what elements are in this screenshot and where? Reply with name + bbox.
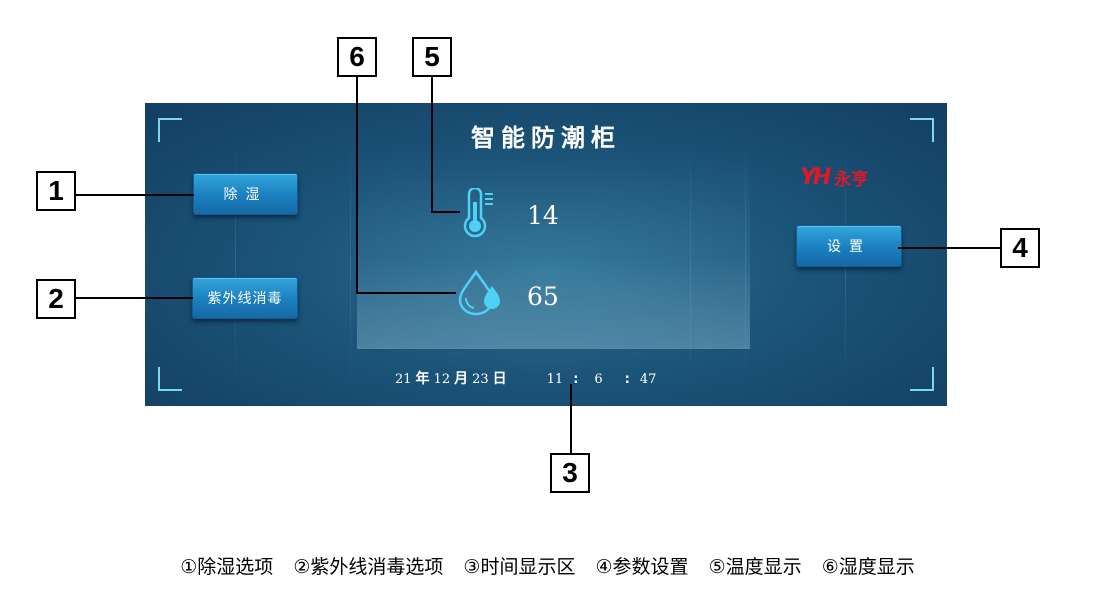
legend: ①除湿选项 ②紫外线消毒选项 ③时间显示区 ④参数设置 ⑤温度显示 ⑥湿度显示 bbox=[0, 552, 1095, 579]
brand-name: 永亨 bbox=[834, 170, 869, 190]
readings-area bbox=[357, 151, 750, 349]
leader-line-1 bbox=[76, 194, 194, 196]
day-unit: 日 bbox=[492, 371, 507, 387]
legend-item: ②紫外线消毒选项 bbox=[293, 556, 444, 578]
callout-6: 6 bbox=[337, 37, 377, 77]
callout-4: 4 bbox=[1000, 228, 1040, 268]
time-separator: : bbox=[573, 372, 579, 387]
year-value: 21 bbox=[395, 372, 412, 387]
humidity-value: 65 bbox=[527, 282, 559, 311]
year-unit: 年 bbox=[415, 371, 430, 387]
corner-bracket bbox=[158, 118, 182, 142]
corner-bracket bbox=[910, 118, 934, 142]
humidity-drop-icon bbox=[456, 268, 506, 320]
callout-3: 3 bbox=[550, 453, 590, 493]
minute-value: 6 bbox=[594, 372, 603, 387]
callout-2: 2 bbox=[36, 279, 76, 319]
brand-logo: YH 永亨 bbox=[800, 165, 868, 190]
leader-line-5 bbox=[431, 76, 433, 213]
callout-1: 1 bbox=[36, 171, 76, 211]
leader-line-4 bbox=[898, 247, 1001, 249]
legend-item: ③时间显示区 bbox=[463, 556, 576, 578]
brand-mark: YH bbox=[800, 165, 831, 190]
screen-title: 智能防潮柜 bbox=[471, 124, 621, 152]
leader-line-3 bbox=[570, 384, 572, 454]
leader-line-2 bbox=[76, 297, 193, 299]
callout-5: 5 bbox=[412, 37, 452, 77]
time-separator: : bbox=[624, 372, 630, 387]
background-line bbox=[745, 133, 746, 393]
background-line bbox=[350, 133, 351, 393]
legend-item: ⑥湿度显示 bbox=[821, 556, 915, 578]
control-panel-screen: 智能防潮柜 除湿 紫外线消毒 设置 YH 永亨 14 65 21 年 12 月 … bbox=[145, 103, 947, 406]
hour-value: 11 bbox=[546, 372, 564, 387]
datetime-display: 21 年 12 月 23 日 11 : 6 : 47 bbox=[395, 368, 656, 388]
corner-bracket bbox=[910, 367, 934, 391]
dehumidify-button[interactable]: 除湿 bbox=[193, 173, 298, 215]
background-line bbox=[690, 133, 691, 393]
second-value: 47 bbox=[639, 372, 657, 387]
leader-line-5 bbox=[431, 211, 460, 213]
day-value: 23 bbox=[472, 372, 489, 387]
temperature-value: 14 bbox=[527, 201, 559, 230]
corner-bracket bbox=[158, 367, 182, 391]
leader-line-6 bbox=[356, 292, 456, 294]
month-unit: 月 bbox=[454, 371, 469, 387]
settings-button[interactable]: 设置 bbox=[796, 225, 902, 267]
thermometer-icon bbox=[463, 186, 495, 244]
leader-line-6 bbox=[356, 76, 358, 294]
uv-disinfect-button[interactable]: 紫外线消毒 bbox=[192, 277, 298, 319]
background-line bbox=[235, 133, 236, 393]
legend-item: ⑤温度显示 bbox=[708, 556, 802, 578]
legend-item: ①除湿选项 bbox=[180, 556, 274, 578]
month-value: 12 bbox=[433, 372, 451, 387]
legend-item: ④参数设置 bbox=[595, 556, 689, 578]
